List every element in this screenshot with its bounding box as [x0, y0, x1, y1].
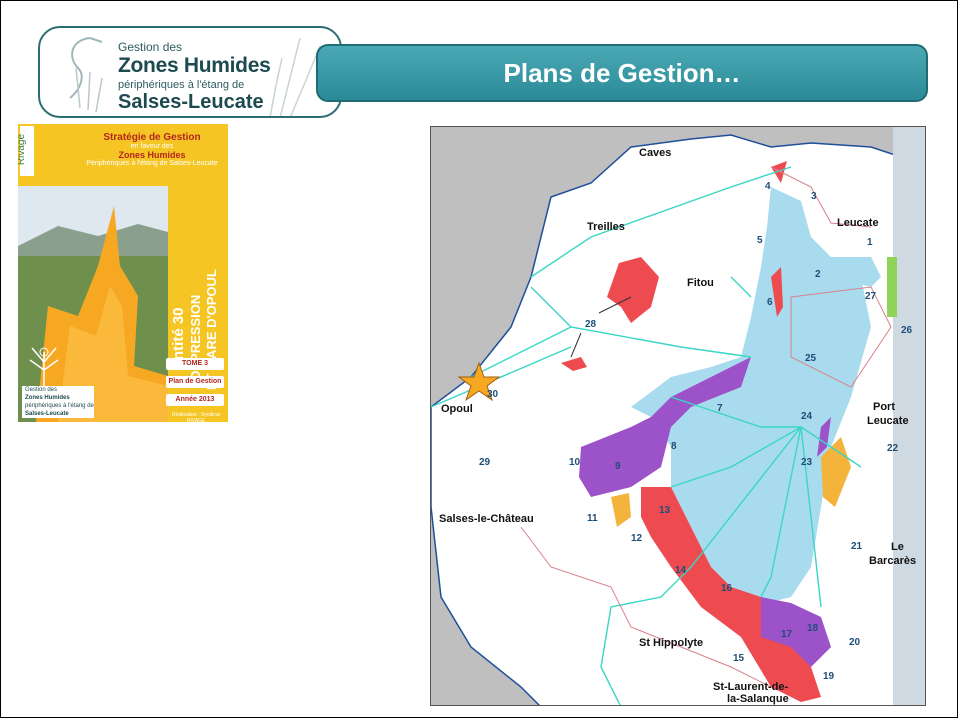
zone-25: 25: [805, 353, 817, 364]
zone-30: 30: [487, 389, 499, 400]
zone-11: 11: [587, 513, 598, 524]
mini-line2: Zones Humides: [25, 395, 70, 401]
rivage-text: Rivage: [18, 133, 28, 166]
zone-18: 18: [807, 623, 819, 634]
zone-14: 14: [675, 565, 687, 576]
zone-10: 10: [569, 457, 581, 468]
town-hippolyte: St Hippolyte: [639, 637, 704, 649]
page-title: Plans de Gestion…: [503, 57, 741, 88]
cover-heading: Stratégie de Gestion: [103, 132, 201, 143]
title-bar: Plans de Gestion…: [316, 44, 928, 102]
zone-16: 16: [721, 583, 733, 594]
cover-zones: Zones Humides: [118, 150, 186, 160]
cover-header: Stratégie de Gestion en faveur des Zones…: [78, 132, 226, 167]
logo-line1: Gestion des: [118, 40, 183, 54]
town-opoul: Opoul: [441, 403, 473, 415]
zone-7: 7: [717, 403, 723, 414]
plant-icon: [29, 347, 59, 400]
town-treilles: Treilles: [587, 221, 625, 233]
map: Caves Treilles Leucate Fitou Opoul Port …: [430, 126, 926, 706]
town-fitou: Fitou: [687, 277, 714, 289]
zone-15: 15: [733, 653, 745, 664]
zone-6: 6: [767, 297, 773, 308]
zone-9: 9: [615, 461, 621, 472]
zone-17: 17: [781, 629, 793, 640]
mini-line1: Gestion des: [25, 387, 58, 393]
zone-2: 2: [815, 269, 821, 280]
map-graphic: [431, 127, 925, 705]
town-port-leucate: Leucate: [867, 415, 909, 427]
zone-22: 22: [887, 443, 899, 454]
zone-27: 27: [865, 291, 877, 302]
cover-realisation: Réalisation : Syndicat RIVAGE: [171, 412, 221, 422]
logo-line3: périphériques à l'étang de: [118, 79, 245, 91]
town-caves: Caves: [639, 147, 672, 159]
town-laurent-2: la-Salanque: [727, 693, 789, 705]
rivage-tag: Rivage: [18, 126, 34, 176]
town-laurent: St-Laurent-de-: [713, 681, 789, 693]
zone-29: 29: [479, 457, 491, 468]
zone-24: 24: [801, 411, 813, 422]
town-salses: Salses-le-Château: [439, 513, 534, 525]
cover-year: Année 2013: [166, 394, 224, 406]
cover-sub1: en faveur des: [130, 143, 174, 150]
star-icon: [457, 361, 501, 402]
cover-tome: TOME 3: [166, 358, 224, 370]
zone-19: 19: [823, 671, 835, 682]
zone-21: 21: [851, 541, 863, 552]
zone-8: 8: [671, 441, 677, 452]
zone-5: 5: [757, 235, 763, 246]
zone-1: 1: [867, 237, 873, 248]
town-leucate: Leucate: [837, 217, 879, 229]
logo-line4: Salses-Leucate: [118, 91, 264, 113]
cover-plan: Plan de Gestion: [166, 376, 224, 388]
zone-26: 26: [901, 325, 913, 336]
zone-23: 23: [801, 457, 813, 468]
logo-line2: Zones Humides: [118, 54, 271, 77]
report-cover: Rivage Stratégie de Gestion en faveur de…: [18, 124, 228, 422]
zone-28: 28: [585, 319, 597, 330]
cover-sub2: Périphériques à l'étang de Salses-Leucat…: [86, 160, 218, 167]
zone-3: 3: [811, 191, 817, 202]
mini-line3: périphériques à l'étang de: [25, 403, 94, 409]
town-le: Le: [891, 541, 904, 553]
town-port: Port: [873, 401, 895, 413]
zone-4: 4: [765, 181, 771, 192]
logo: Gestion des Zones Humides périphériques …: [38, 26, 342, 118]
zone-20: 20: [849, 637, 861, 648]
cover-mini-logo: Gestion des Zones Humides périphériques …: [22, 386, 94, 418]
zone-13: 13: [659, 505, 671, 516]
heron-icon: [69, 37, 103, 113]
mini-line4: Salses-Leucate: [25, 411, 69, 417]
town-barcares: Barcarès: [869, 555, 917, 567]
cover-vertical2: ET MARE D'OPOUL: [204, 269, 219, 390]
zone-12: 12: [631, 533, 643, 544]
